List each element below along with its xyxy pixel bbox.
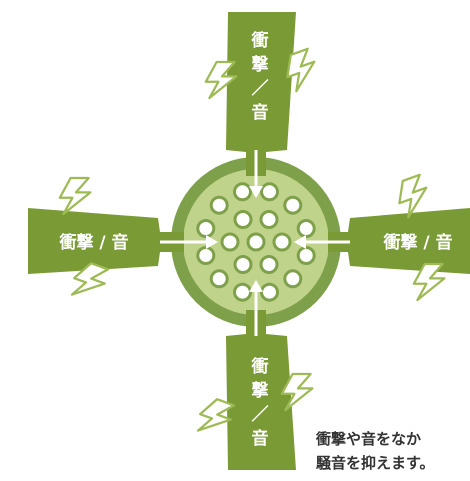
bottom-label-char: 衝 [251, 356, 269, 377]
disc-hole [233, 182, 252, 202]
bottom-impact-arrow [226, 280, 296, 470]
disc-hole [233, 282, 252, 302]
bottom-impact-label: 衝 撃 ／ 音 [251, 356, 269, 449]
lightning-bolt-icon [58, 176, 92, 216]
disc-holes [196, 182, 316, 302]
bottom-label-char: ／ [252, 404, 269, 425]
top-label-char: 衝 [251, 30, 269, 51]
top-label-char: 撃 [252, 54, 269, 75]
right-impact-label: 衝撃 / 音 [382, 232, 452, 253]
disc-hole [272, 232, 292, 252]
disc-hole [233, 210, 253, 229]
disc-hole [196, 219, 216, 238]
perforated-disc-icon [171, 157, 341, 327]
disc-hole [260, 182, 279, 202]
caption-line-2: 騒音を抑えます。 [316, 454, 435, 472]
disc-hole [283, 195, 303, 215]
disc-hole [196, 246, 216, 265]
right-impact-arrow [294, 208, 470, 274]
left-impact-label: 衝撃 / 音 [58, 232, 128, 253]
disc-hole [296, 219, 316, 238]
disc-hole [233, 255, 253, 274]
top-impact-label: 衝 撃 ／ 音 [251, 30, 269, 123]
disc-hole [260, 282, 279, 302]
top-impact-arrow [226, 12, 296, 198]
top-label-char: ／ [252, 78, 269, 99]
caption-line-1: 衝撃や音をなか [316, 430, 422, 448]
left-impact-arrow [28, 208, 218, 274]
disc-hole [246, 232, 266, 252]
bottom-label-char: 音 [252, 428, 269, 449]
disc-hole [259, 255, 279, 274]
disc-hole [259, 210, 279, 229]
bottom-label-char: 撃 [252, 380, 269, 401]
top-label-char: 音 [252, 102, 269, 123]
disc-hole [209, 195, 229, 215]
disc-hole [296, 246, 316, 265]
disc-hole [283, 269, 303, 289]
disc-hole [220, 232, 240, 252]
disc-hole [209, 269, 229, 289]
